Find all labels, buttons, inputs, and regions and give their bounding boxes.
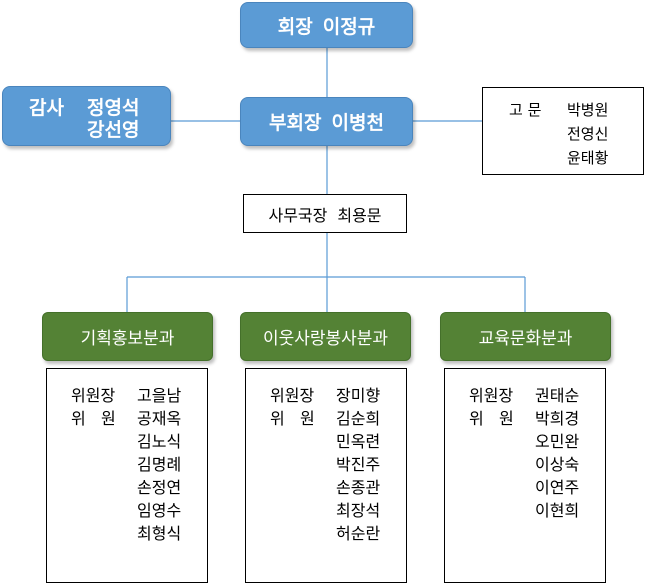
member-labels: 위원장 위 원 (71, 384, 116, 430)
member-name: 이현희 (535, 501, 580, 520)
member-name: 김명례 (137, 455, 182, 474)
member-name: 이연주 (535, 478, 580, 497)
member-labels: 위원장 위 원 (469, 384, 514, 430)
member-name: 손종관 (336, 478, 381, 497)
member-names: 권태순 박희경 오민완 이상숙 이연주 이현희 (535, 384, 579, 522)
chair-label: 위원장 (71, 386, 116, 405)
auditor-name: 정영석 (87, 97, 140, 119)
chair-label: 위원장 (469, 386, 514, 405)
member-name: 최형식 (137, 524, 182, 543)
auditor-name: 강선영 (87, 119, 140, 141)
member-name: 권태순 (535, 386, 580, 405)
secretary-name: 최용문 (337, 205, 382, 225)
member-name: 손정연 (137, 478, 182, 497)
member-name: 김노식 (137, 432, 182, 451)
department-name: 이웃사랑봉사분과 (262, 329, 389, 349)
president-box: 회장 이정규 (240, 2, 413, 48)
department-neighbor-volunteer: 이웃사랑봉사분과 (240, 312, 411, 361)
vice-president-box: 부회장 이병천 (240, 97, 413, 146)
member-name: 박진주 (336, 455, 381, 474)
advisor-names: 박병원 전영신 윤태황 (567, 98, 608, 170)
advisor-name: 전영신 (567, 125, 609, 143)
auditor-box: 감사 정영석 강선영 (2, 86, 171, 146)
secretary-role: 사무국장 (268, 205, 328, 225)
chair-label: 위원장 (270, 386, 315, 405)
member-name: 이상숙 (535, 455, 580, 474)
member-label: 위 원 (270, 409, 315, 428)
member-label: 위 원 (469, 409, 514, 428)
vice-president-name: 이병천 (331, 112, 384, 134)
member-labels: 위원장 위 원 (270, 384, 315, 430)
member-name: 고을남 (137, 386, 182, 405)
member-name: 김순희 (336, 409, 381, 428)
member-name: 허순란 (336, 524, 381, 543)
member-names: 고을남 공재옥 김노식 김명례 손정연 임영수 최형식 (137, 384, 181, 545)
auditor-role: 감사 (29, 97, 64, 119)
advisor-role: 고 문 (509, 101, 542, 119)
department-name: 기획홍보분과 (80, 329, 175, 349)
president-role: 회장 (277, 15, 313, 38)
members-box-education-culture: 위원장 위 원 권태순 박희경 오민완 이상숙 이연주 이현희 (444, 368, 606, 583)
department-name: 교육문화분과 (478, 329, 573, 349)
secretary-box: 사무국장 최용문 (243, 194, 407, 233)
vice-president-role: 부회장 (269, 112, 322, 134)
advisor-name: 박병원 (567, 101, 609, 119)
president-name: 이정규 (322, 15, 376, 38)
member-name: 임영수 (137, 501, 182, 520)
member-name: 민옥련 (336, 432, 381, 451)
advisor-name: 윤태황 (567, 149, 609, 167)
member-name: 최장석 (336, 501, 381, 520)
department-education-culture: 교육문화분과 (440, 312, 611, 361)
member-name: 박희경 (535, 409, 580, 428)
member-name: 장미향 (336, 386, 381, 405)
advisor-box: 고 문 박병원 전영신 윤태황 (482, 87, 644, 175)
member-name: 오민완 (535, 432, 580, 451)
members-box-planning-pr: 위원장 위 원 고을남 공재옥 김노식 김명례 손정연 임영수 최형식 (46, 368, 208, 583)
members-box-neighbor-volunteer: 위원장 위 원 장미향 김순희 민옥련 박진주 손종관 최장석 허순란 (245, 368, 407, 583)
department-planning-pr: 기획홍보분과 (42, 312, 213, 361)
member-name: 공재옥 (137, 409, 182, 428)
member-names: 장미향 김순희 민옥련 박진주 손종관 최장석 허순란 (336, 384, 380, 545)
member-label: 위 원 (71, 409, 116, 428)
